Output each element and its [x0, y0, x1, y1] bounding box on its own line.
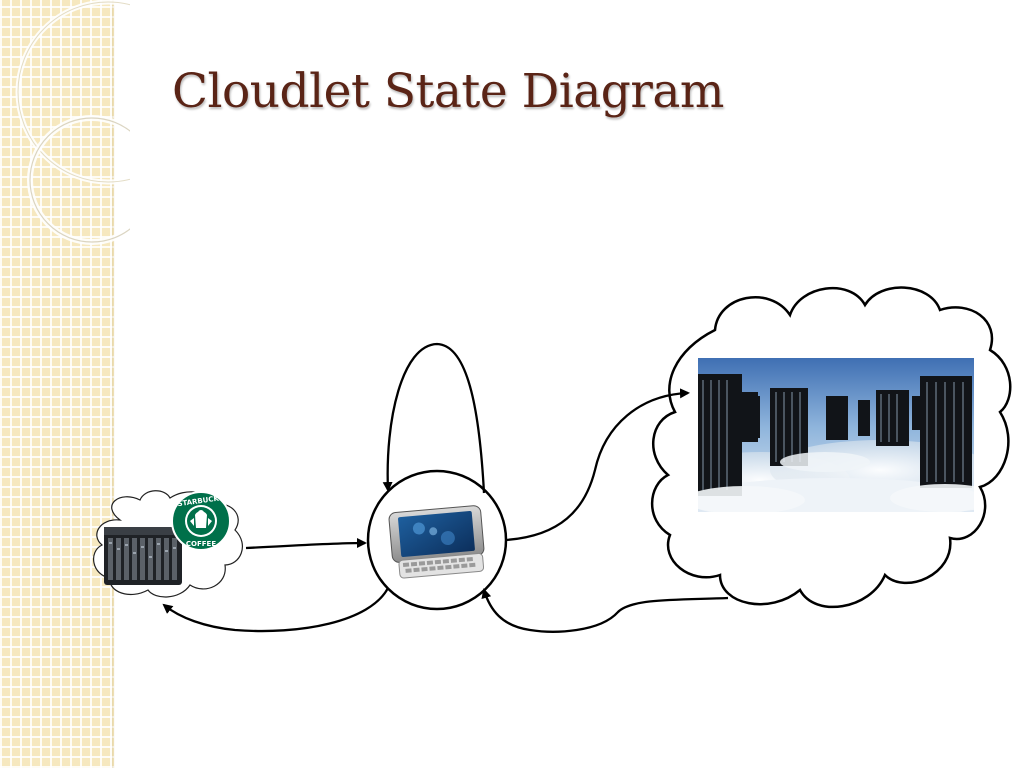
mobile-device-node	[366, 469, 508, 611]
cloudlet-node: STARBUCKS COFFEE	[93, 490, 243, 598]
edge-cloud-to-device	[481, 588, 729, 633]
mobile-device-icon	[388, 505, 485, 579]
decorative-rings	[15, 0, 130, 245]
edge-device-self-loop	[382, 342, 486, 494]
edge-device-to-cloud	[505, 388, 690, 542]
data-center-icon	[698, 358, 974, 512]
logo-bottom-text: COFFEE	[186, 540, 216, 548]
edge-cloudlet-to-device	[245, 538, 367, 550]
state-transitions	[162, 342, 729, 633]
side-band-edge	[112, 0, 115, 768]
slide-title: Cloudlet State Diagram	[172, 64, 724, 119]
cloud-node	[650, 286, 1012, 609]
coffee-logo: STARBUCKS COFFEE	[171, 491, 231, 551]
edge-device-to-cloudlet	[162, 587, 390, 633]
server-rack-icon	[104, 527, 182, 585]
